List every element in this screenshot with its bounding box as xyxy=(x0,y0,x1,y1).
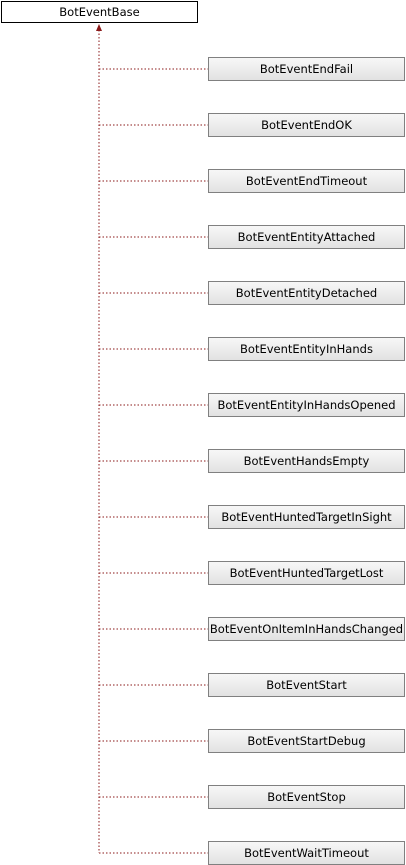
derived-class-node[interactable]: BotEventEntityInHands xyxy=(208,337,405,361)
derived-class-node[interactable]: BotEventEntityAttached xyxy=(208,225,405,249)
derived-class-node[interactable]: BotEventEndOK xyxy=(208,113,405,137)
derived-class-node[interactable]: BotEventEndFail xyxy=(208,57,405,81)
inheritance-arrow-icon xyxy=(96,24,102,31)
derived-class-node[interactable]: BotEventStart xyxy=(208,673,405,697)
derived-class-node[interactable]: BotEventEndTimeout xyxy=(208,169,405,193)
derived-class-node[interactable]: BotEventEntityDetached xyxy=(208,281,405,305)
derived-class-node[interactable]: BotEventHuntedTargetInSight xyxy=(208,505,405,529)
derived-class-node[interactable]: BotEventWaitTimeout xyxy=(208,841,405,865)
base-class-node[interactable]: BotEventBase xyxy=(1,1,198,23)
derived-class-node[interactable]: BotEventStop xyxy=(208,785,405,809)
derived-class-node[interactable]: BotEventHandsEmpty xyxy=(208,449,405,473)
derived-class-node[interactable]: BotEventEntityInHandsOpened xyxy=(208,393,405,417)
derived-class-node[interactable]: BotEventOnItemInHandsChanged xyxy=(208,617,405,641)
derived-class-node[interactable]: BotEventStartDebug xyxy=(208,729,405,753)
derived-class-node[interactable]: BotEventHuntedTargetLost xyxy=(208,561,405,585)
